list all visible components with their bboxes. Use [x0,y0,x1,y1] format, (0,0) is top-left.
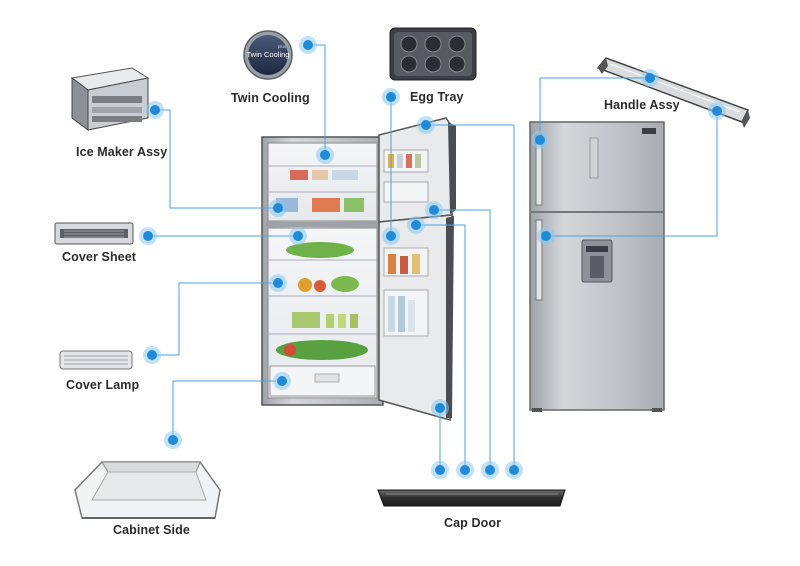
hotspot-handle-assy-left[interactable] [641,69,659,87]
label-cap-door: Cap Door [444,516,502,530]
line-handle-upper [539,77,650,140]
cover-sheet-image [54,222,134,245]
label-cover-lamp: Cover Lamp [66,378,140,392]
open-refrigerator-image [261,117,456,421]
hotspot-egg-tray-fridge[interactable] [382,227,400,245]
label-cabinet-side: Cabinet Side [113,523,190,537]
hotspot-ice-maker-fridge[interactable] [269,199,287,217]
label-egg-tray: Egg Tray [410,90,464,104]
hotspot-handle-upper-fridge[interactable] [531,131,549,149]
ice-maker-assy-image [70,67,150,131]
hotspot-cap-door-freezer-top[interactable] [417,116,435,134]
hotspot-cap-door-4[interactable] [505,461,523,479]
hotspot-egg-tray[interactable] [382,88,400,106]
hotspot-cover-sheet-fridge[interactable] [289,227,307,245]
hotspot-ice-maker-assy[interactable] [146,101,164,119]
hotspot-cap-door-fridge-bottom[interactable] [431,399,449,417]
cover-lamp-image [59,350,133,370]
closed-refrigerator-image [529,121,665,412]
hotspot-cap-door-fridge-top[interactable] [407,216,425,234]
hotspot-cover-lamp[interactable] [143,346,161,364]
line-cabinet-side [172,380,282,440]
twin-cooling-badge-image: Twin Cooling plus [243,30,293,80]
line-cap-door-4 [426,124,515,470]
hotspot-cap-door-1[interactable] [431,461,449,479]
hotspot-cap-door-2[interactable] [456,461,474,479]
cabinet-side-image [74,461,221,519]
twin-cooling-badge-text: Twin Cooling [247,50,290,59]
label-ice-maker-assy: Ice Maker Assy [76,145,168,159]
label-handle-assy: Handle Assy [604,98,680,112]
cap-door-image [377,489,566,507]
hotspot-cap-door-3[interactable] [481,461,499,479]
hotspot-cabinet-side[interactable] [164,431,182,449]
egg-tray-image [389,27,477,81]
hotspot-handle-assy-right[interactable] [708,102,726,120]
line-cap-door-3 [434,209,491,470]
handle-assy-image [596,57,750,128]
hotspot-handle-lower-fridge[interactable] [537,227,555,245]
hotspot-twin-cooling-badge[interactable] [299,36,317,54]
hotspot-cap-door-freezer-bottom[interactable] [425,201,443,219]
line-cover-lamp [152,282,278,356]
hotspot-twin-cooling[interactable] [316,146,334,164]
hotspot-cover-sheet[interactable] [139,227,157,245]
label-cover-sheet: Cover Sheet [62,250,137,264]
hotspot-cover-lamp-fridge[interactable] [269,274,287,292]
line-handle-lower [546,111,718,237]
label-twin-cooling: Twin Cooling [231,91,310,105]
hotspot-cabinet-side-fridge[interactable] [273,372,291,390]
twin-cooling-badge-plus: plus [278,44,287,49]
line-ice-maker [155,109,278,209]
line-cap-door-2 [416,224,466,470]
